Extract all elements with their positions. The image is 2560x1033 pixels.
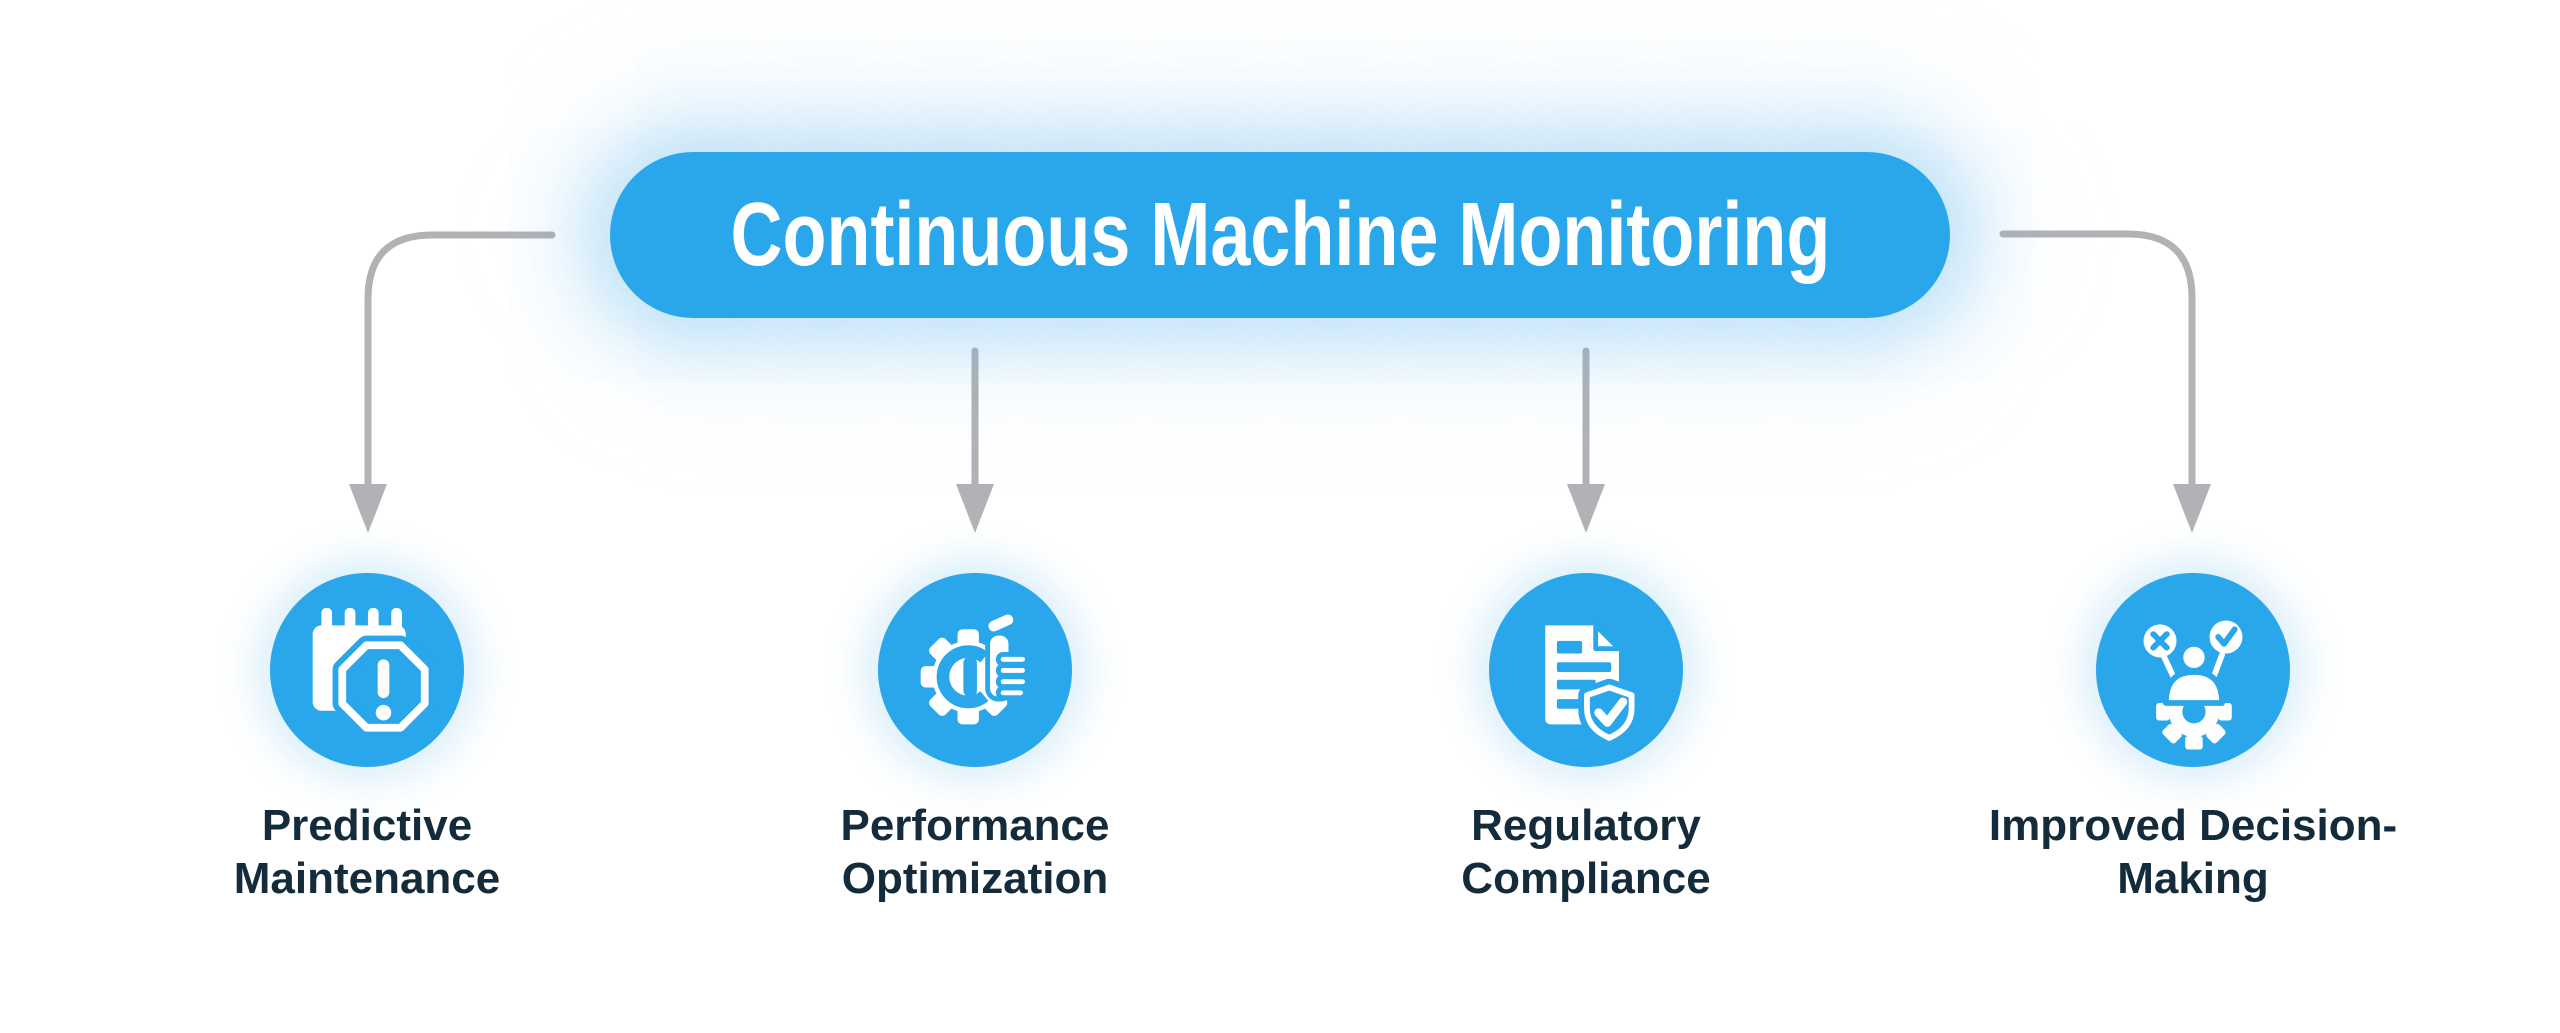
node-improved-decision-making <box>2096 573 2290 767</box>
label-performance-optimization: Performance Optimization <box>840 801 1110 903</box>
node-predictive-maintenance <box>270 573 464 767</box>
label-improved-decision-making: Improved Decision-Making <box>1988 801 2398 903</box>
root-node: Continuous Machine Monitoring <box>610 152 1950 318</box>
label-predictive-maintenance: Predictive Maintenance <box>233 801 501 903</box>
label-regulatory-compliance: Regulatory Compliance <box>1461 801 1711 903</box>
node-performance-optimization <box>878 573 1072 767</box>
person-decision-icon <box>2143 620 2243 750</box>
arrowhead-1 <box>349 484 387 533</box>
diagram-title: Continuous Machine Monitoring <box>730 184 1830 285</box>
arrowhead-3 <box>1567 484 1605 533</box>
arrowhead-2 <box>956 484 994 533</box>
node-regulatory-compliance <box>1489 573 1683 767</box>
connector-elbow-left <box>364 231 556 490</box>
arrowhead-4 <box>2173 484 2211 533</box>
gear-thumbs-up-icon <box>920 609 1049 725</box>
calendar-alert-icon <box>312 607 435 738</box>
connector-elbow-right <box>1999 230 2196 490</box>
document-shield-check-icon <box>1545 622 1641 747</box>
